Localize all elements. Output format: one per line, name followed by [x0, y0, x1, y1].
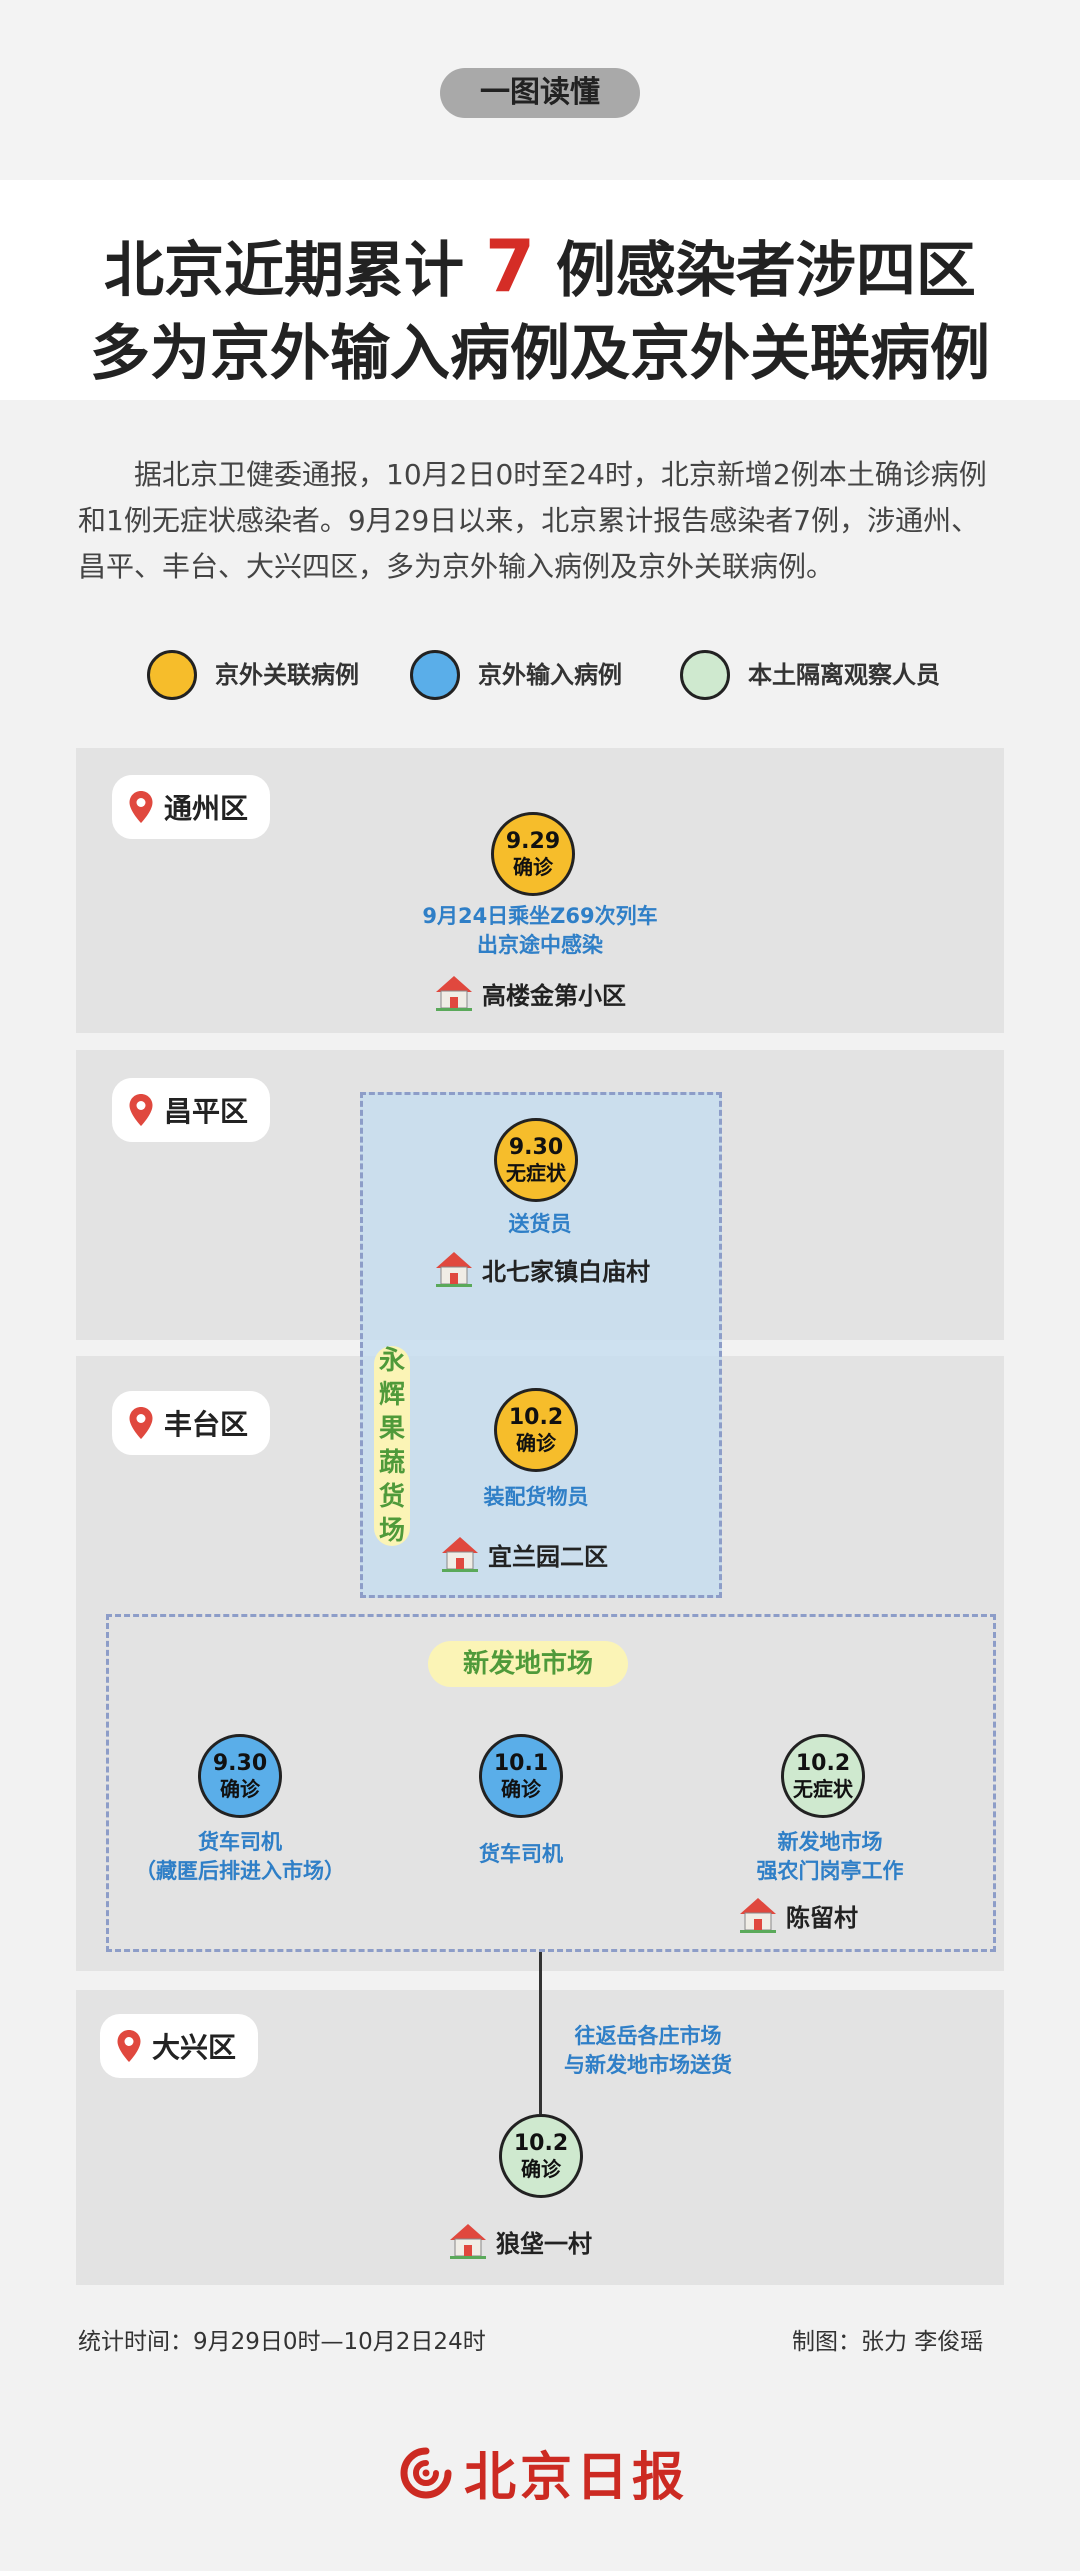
- case-desc-line-1: 新发地市场: [777, 1830, 883, 1854]
- brand-logo: 北京日报: [400, 2435, 688, 2510]
- location-name: 陈留村: [786, 1903, 858, 1932]
- district-tag-daxing: 大兴区: [100, 2014, 259, 2078]
- case-bubble-xinfadi-2: 10.1 确诊: [479, 1734, 563, 1818]
- location-name: 北七家镇白庙村: [482, 1257, 650, 1286]
- district-name: 大兴区: [152, 2031, 237, 2064]
- case-desc-tongzhou: 9月24日乘坐Z69次列车 出京途中感染: [340, 902, 740, 960]
- case-status: 确诊: [501, 1777, 541, 1801]
- district-tag-tongzhou: 通州区: [112, 775, 271, 839]
- house-icon: [740, 1898, 776, 1933]
- legend-label-2: 京外输入病例: [478, 661, 622, 689]
- case-date: 9.30: [212, 1751, 268, 1776]
- case-desc-xinfadi-1: 货车司机 （藏匿后排进入市场）: [110, 1828, 370, 1886]
- case-location-daxing: 狼垡一村: [448, 2222, 592, 2260]
- case-location-changping: 北七家镇白庙村: [434, 1250, 650, 1288]
- case-status: 无症状: [793, 1777, 853, 1801]
- case-location-tongzhou: 高楼金第小区: [434, 974, 626, 1012]
- case-location-xinfadi-3: 陈留村: [738, 1896, 858, 1934]
- case-desc-changping: 送货员: [508, 1212, 572, 1236]
- title-line-2: 多为京外输入病例及京外关联病例: [90, 319, 990, 389]
- district-tag-fengtai: 丰台区: [112, 1391, 271, 1455]
- footer-credit: 制图：张力 李俊瑶: [792, 2329, 984, 2355]
- case-location-fengtai: 宜兰园二区: [440, 1535, 608, 1573]
- case-date: 10.2: [513, 2131, 569, 2156]
- case-desc-line-2: 出京途中感染: [477, 933, 603, 957]
- case-date: 9.29: [505, 829, 561, 854]
- link-note-line-1: 往返岳各庄市场: [574, 2024, 722, 2048]
- title-number: 7: [484, 224, 536, 308]
- case-status: 确诊: [516, 1431, 556, 1455]
- case-status: 无症状: [506, 1161, 566, 1185]
- title-suffix: 例感染者涉四区: [555, 236, 976, 306]
- badge: 一图读懂: [440, 68, 640, 118]
- title-line-1: 北京近期累计 7 例感染者涉四区: [0, 222, 1080, 309]
- case-desc-line-1: 货车司机: [198, 1830, 282, 1854]
- case-desc-xinfadi-3: 新发地市场 强农门岗亭工作: [700, 1828, 960, 1886]
- location-pin-icon: [129, 791, 153, 823]
- case-bubble-xinfadi-1: 9.30 确诊: [198, 1734, 282, 1818]
- legend-label-1: 京外关联病例: [215, 661, 359, 689]
- case-status: 确诊: [521, 2157, 561, 2181]
- case-desc-line-2: 强农门岗亭工作: [756, 1859, 904, 1883]
- case-desc-fengtai: 装配货物员: [483, 1485, 589, 1509]
- legend-dot-green-icon: [680, 650, 730, 700]
- case-date: 10.2: [795, 1751, 851, 1776]
- location-pin-icon: [129, 1407, 153, 1439]
- location-name: 高楼金第小区: [482, 981, 626, 1010]
- case-date: 9.30: [508, 1135, 564, 1160]
- case-desc-line-1: 9月24日乘坐Z69次列车: [422, 904, 658, 928]
- legend-dot-blue-icon: [410, 650, 460, 700]
- xinfadi-zone: [106, 1614, 996, 1952]
- yonghui-label: 永辉果蔬货场: [374, 1346, 410, 1546]
- title-prefix: 北京近期累计: [104, 236, 465, 306]
- footer-time: 统计时间：9月29日0时—10月2日24时: [78, 2329, 486, 2355]
- yonghui-label-text: 永辉果蔬货场: [378, 1346, 405, 1546]
- xinfadi-label: 新发地市场: [428, 1641, 628, 1687]
- case-date: 10.1: [493, 1751, 549, 1776]
- intro-text: 据北京卫健委通报，10月2日0时至24时，北京新增2例本土确诊病例和1例无症状感…: [78, 458, 987, 583]
- location-name: 狼垡一村: [496, 2229, 592, 2258]
- house-icon: [450, 2224, 486, 2259]
- location-name: 宜兰园二区: [488, 1542, 608, 1571]
- link-note: 往返岳各庄市场 与新发地市场送货: [548, 2022, 748, 2080]
- brand-swirl-icon: [400, 2447, 452, 2498]
- legend-dot-yellow-icon: [147, 650, 197, 700]
- legend-label-3: 本土隔离观察人员: [748, 661, 940, 689]
- case-bubble-xinfadi-3: 10.2 无症状: [781, 1734, 865, 1818]
- district-name: 昌平区: [164, 1095, 249, 1128]
- brand-name: 北京日报: [464, 2447, 689, 2508]
- connector-line: [539, 1952, 542, 2114]
- case-bubble-changping: 9.30 无症状: [494, 1118, 578, 1202]
- case-desc-xinfadi-2: 货车司机: [479, 1842, 563, 1866]
- title-band: [0, 180, 1080, 400]
- case-status: 确诊: [513, 855, 553, 879]
- house-icon: [436, 1252, 472, 1287]
- case-date: 10.2: [508, 1405, 564, 1430]
- house-icon: [442, 1537, 478, 1572]
- house-icon: [436, 976, 472, 1011]
- district-name: 丰台区: [164, 1408, 249, 1441]
- district-tag-changping: 昌平区: [112, 1078, 271, 1142]
- location-pin-icon: [117, 2030, 141, 2062]
- link-note-line-2: 与新发地市场送货: [564, 2053, 732, 2077]
- case-bubble-daxing: 10.2 确诊: [499, 2114, 583, 2198]
- location-pin-icon: [129, 1094, 153, 1126]
- district-name: 通州区: [164, 792, 249, 825]
- case-status: 确诊: [220, 1777, 260, 1801]
- case-desc-line-2: （藏匿后排进入市场）: [135, 1859, 345, 1883]
- case-bubble-fengtai: 10.2 确诊: [494, 1388, 578, 1472]
- case-bubble-tongzhou: 9.29 确诊: [491, 812, 575, 896]
